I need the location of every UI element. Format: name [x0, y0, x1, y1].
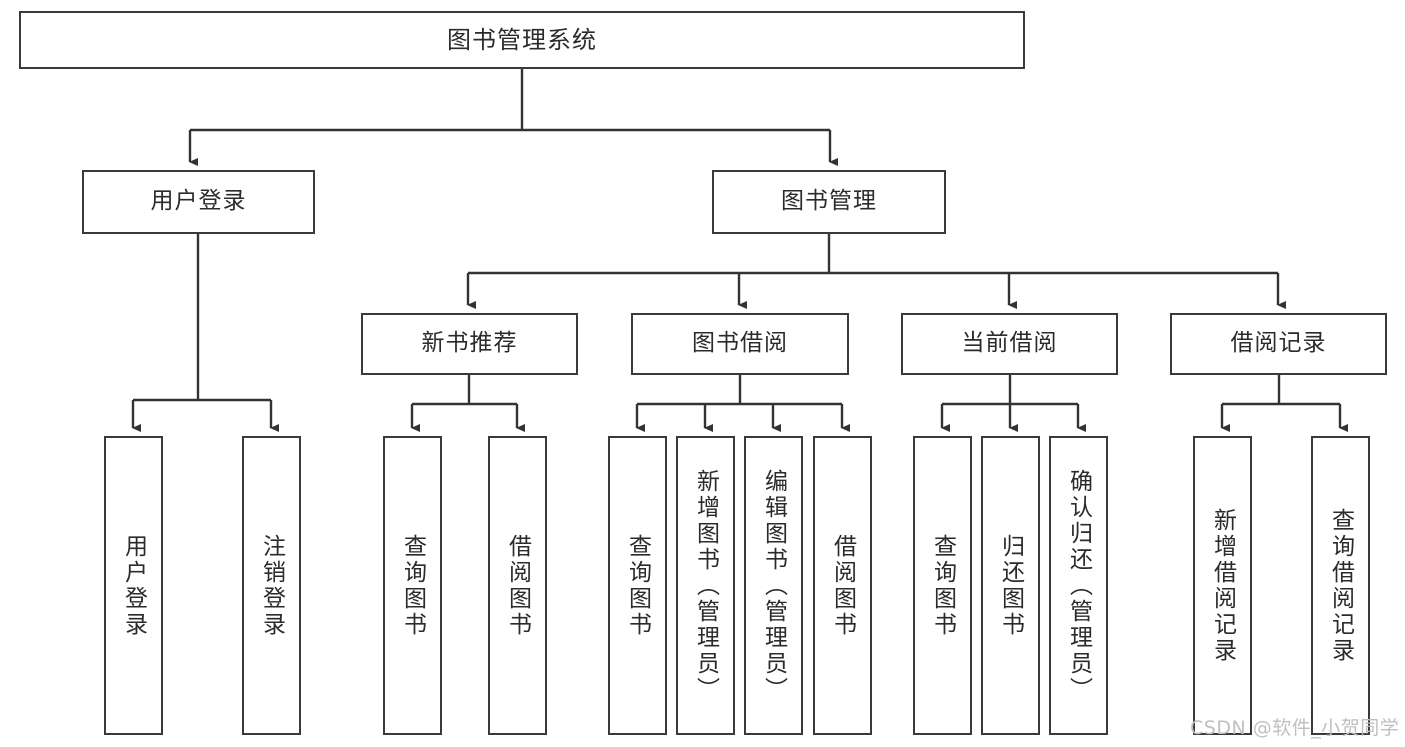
node-leaf-user-login-label: 用户登录 — [120, 533, 147, 638]
node-book-borrow-label: 图书借阅 — [692, 330, 788, 357]
node-leaf-query-book-current[interactable]: 查询图书 — [913, 436, 972, 735]
node-leaf-query-borrow-record[interactable]: 查询借阅记录 — [1311, 436, 1370, 735]
node-leaf-query-book-recommend[interactable]: 查询图书 — [383, 436, 442, 735]
node-leaf-query-book-current-label: 查询图书 — [929, 533, 956, 638]
node-book-borrow[interactable]: 图书借阅 — [631, 313, 849, 375]
node-leaf-query-book-borrow-label: 查询图书 — [624, 533, 651, 638]
node-leaf-query-borrow-record-label: 查询借阅记录 — [1327, 507, 1354, 664]
node-leaf-confirm-return-admin[interactable]: 确认归还（管理员） — [1049, 436, 1108, 735]
node-leaf-borrow-book-label: 借阅图书 — [829, 533, 856, 638]
node-leaf-add-borrow-record[interactable]: 新增借阅记录 — [1193, 436, 1252, 735]
node-leaf-borrow-book-recommend[interactable]: 借阅图书 — [488, 436, 547, 735]
node-borrow-record[interactable]: 借阅记录 — [1170, 313, 1387, 375]
node-leaf-query-book-recommend-label: 查询图书 — [399, 533, 426, 638]
node-leaf-confirm-return-admin-label: 确认归还（管理员） — [1065, 468, 1092, 703]
node-user-login-label: 用户登录 — [150, 188, 247, 215]
node-leaf-logout[interactable]: 注销登录 — [242, 436, 301, 735]
node-borrow-record-label: 借阅记录 — [1230, 330, 1327, 357]
node-root-label: 图书管理系统 — [447, 25, 597, 54]
node-new-book-recommend-label: 新书推荐 — [421, 330, 518, 357]
node-leaf-borrow-book-recommend-label: 借阅图书 — [504, 533, 531, 638]
node-leaf-add-book-admin[interactable]: 新增图书（管理员） — [676, 436, 735, 735]
node-current-borrow-label: 当前借阅 — [961, 330, 1058, 357]
node-leaf-add-book-admin-label: 新增图书（管理员） — [692, 468, 719, 703]
watermark: CSDN @软件_小贺同学 — [1190, 717, 1400, 739]
node-user-login[interactable]: 用户登录 — [82, 170, 315, 234]
node-leaf-borrow-book[interactable]: 借阅图书 — [813, 436, 872, 735]
node-root-book-management-system[interactable]: 图书管理系统 — [19, 11, 1025, 69]
node-leaf-user-login[interactable]: 用户登录 — [104, 436, 163, 735]
node-leaf-add-borrow-record-label: 新增借阅记录 — [1209, 507, 1236, 664]
node-book-management[interactable]: 图书管理 — [712, 170, 946, 234]
node-leaf-query-book-borrow[interactable]: 查询图书 — [608, 436, 667, 735]
node-new-book-recommend[interactable]: 新书推荐 — [361, 313, 578, 375]
node-leaf-edit-book-admin-label: 编辑图书（管理员） — [760, 468, 787, 703]
node-current-borrow[interactable]: 当前借阅 — [901, 313, 1118, 375]
node-book-management-label: 图书管理 — [781, 188, 877, 215]
node-leaf-logout-label: 注销登录 — [258, 533, 285, 638]
node-leaf-return-book-label: 归还图书 — [997, 533, 1024, 638]
node-leaf-return-book[interactable]: 归还图书 — [981, 436, 1040, 735]
node-leaf-edit-book-admin[interactable]: 编辑图书（管理员） — [744, 436, 803, 735]
